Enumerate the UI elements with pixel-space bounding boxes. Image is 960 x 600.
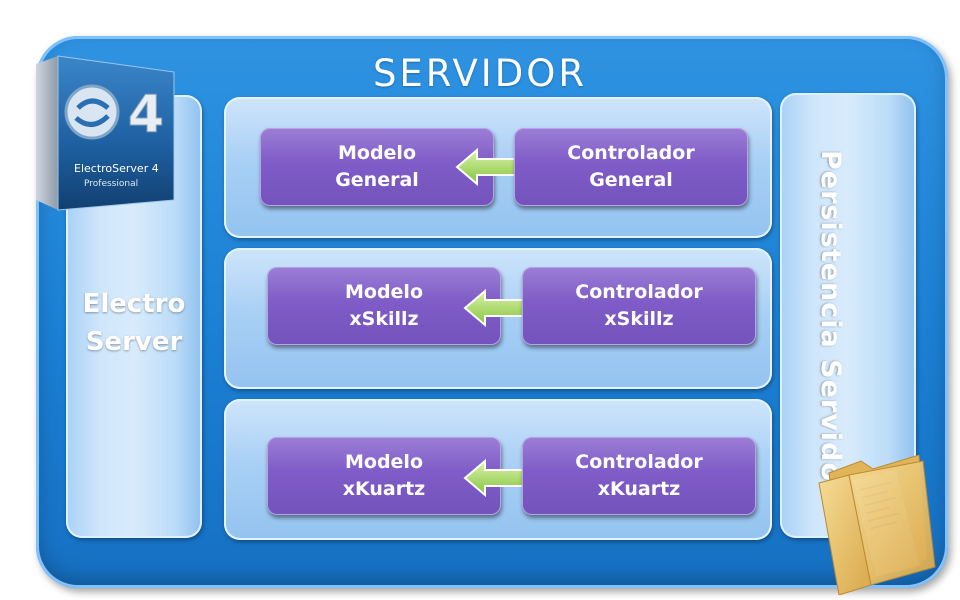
model-box-general: Modelo General [260,128,494,206]
model-box-xkuartz: Modelo xKuartz [267,437,501,515]
diagram-title: SERVIDOR [372,52,588,95]
controller-label-line1: Controlador [567,142,695,164]
controller-box-xskillz: Controlador xSkillz [522,267,756,345]
controller-label-line2: xSkillz [604,308,674,330]
controller-box-xkuartz: Controlador xKuartz [522,437,756,515]
controller-label-line2: xKuartz [597,478,681,500]
model-box-xskillz: Modelo xSkillz [267,267,501,345]
model-label-line1: Modelo [337,142,416,164]
model-label-line2: General [335,169,419,191]
logo-text-main: ElectroServer 4 [74,162,159,175]
model-label-line2: xKuartz [342,478,426,500]
controller-label-line1: Controlador [575,451,703,473]
module-xskillz: Modelo xSkillz Controlador xSkillz [224,248,772,389]
controller-label-line1: Controlador [575,281,703,303]
module-xkuartz: Modelo xKuartz Controlador xKuartz [224,399,772,540]
controller-label-line2: General [589,169,673,191]
electroserver-label: Electro Server [66,285,202,361]
controller-box-general: Controlador General [514,128,748,206]
module-general: Modelo General Controlador General [224,97,772,238]
logo-text-sub: Professional [84,179,138,189]
folder-icon [818,455,936,595]
electroserver-logo-icon: 4 ElectroServer 4 Professional [36,55,175,211]
electroserver-label-line1: Electro [82,289,186,319]
logo-number: 4 [128,85,164,145]
model-label-line1: Modelo [344,281,423,303]
model-label-line2: xSkillz [349,308,419,330]
persistence-label-text: Persistencia Servidor [815,150,846,497]
model-label-line1: Modelo [344,451,423,473]
electroserver-label-line2: Server [85,327,183,357]
